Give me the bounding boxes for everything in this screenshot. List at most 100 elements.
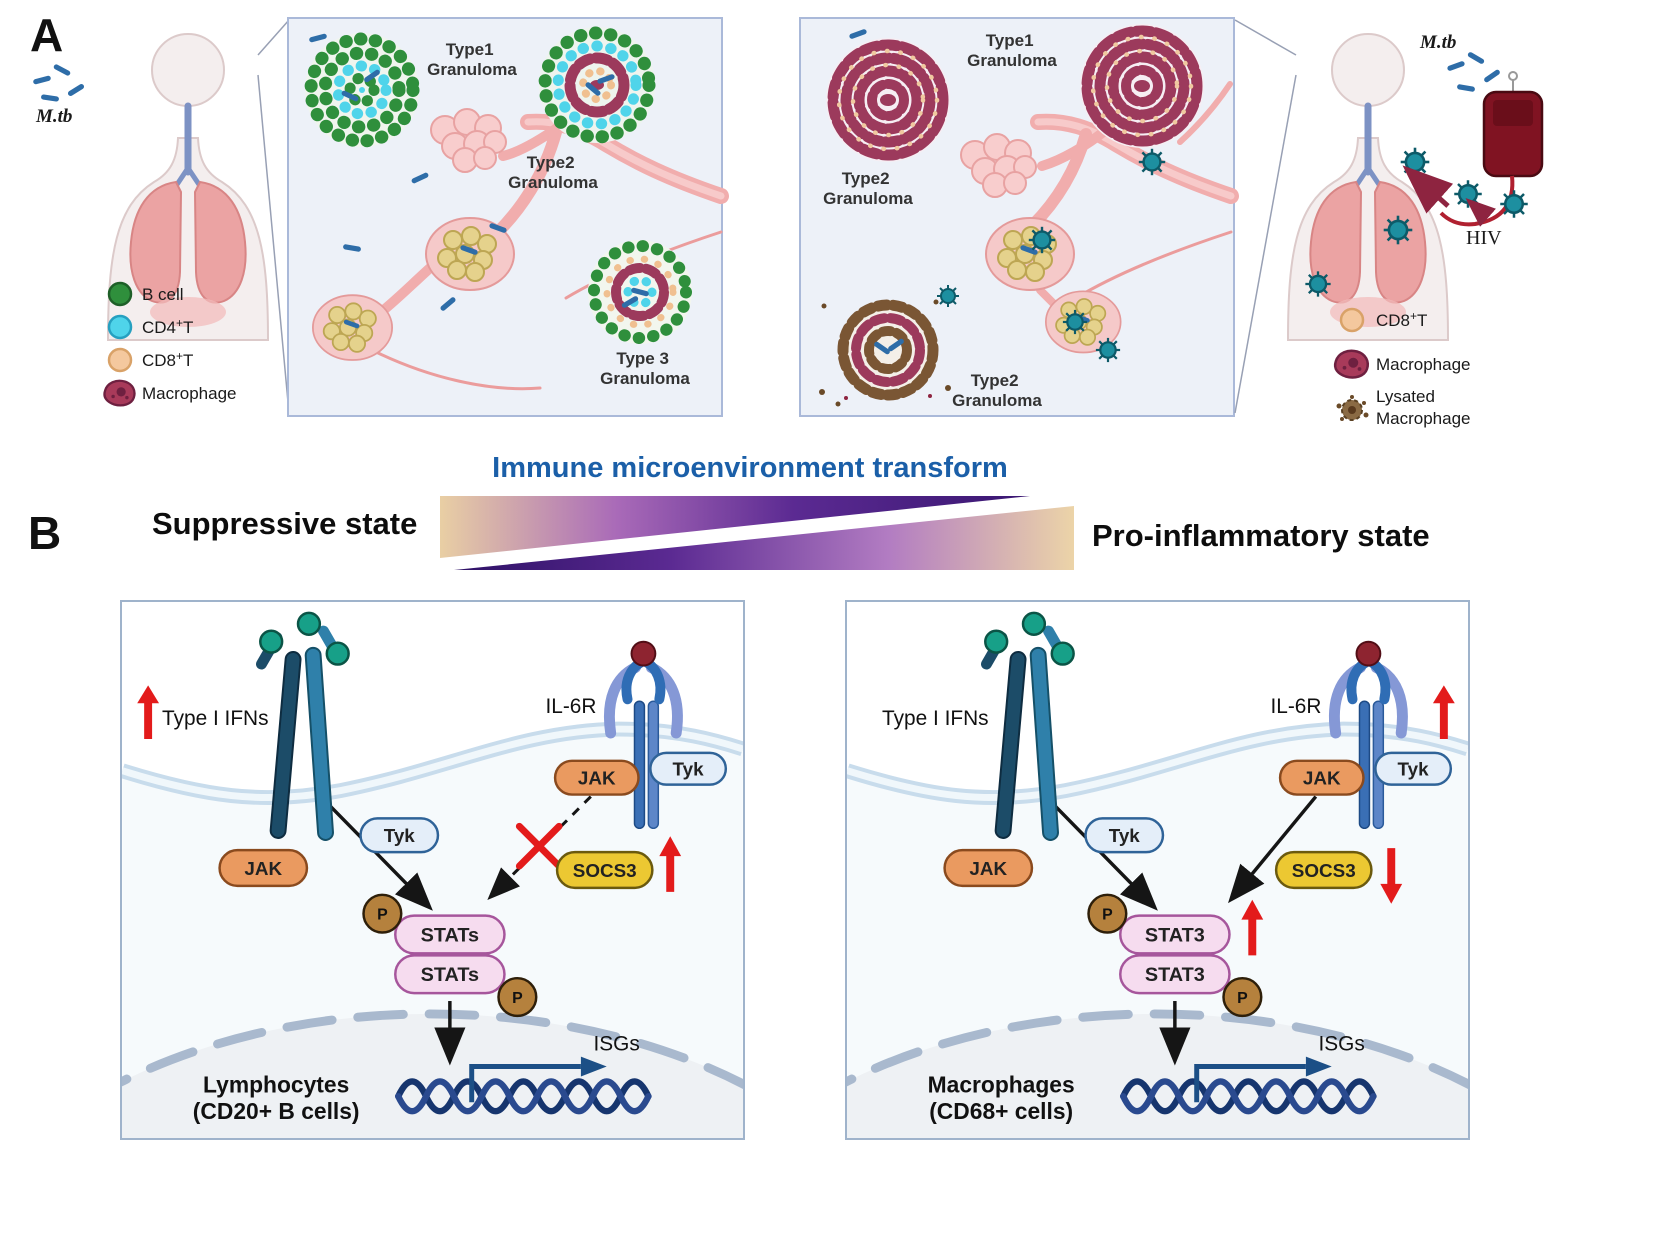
tyk-pill-il6r: Tyk	[1374, 751, 1453, 786]
hiv-entry-arrow	[1402, 165, 1454, 214]
caseous-cluster-left	[313, 295, 392, 360]
type2-granuloma-right	[986, 218, 1074, 290]
stat-top-label: STATs	[421, 924, 479, 946]
socs3-up-arrow	[659, 836, 682, 892]
il6-receptor	[1329, 640, 1408, 830]
cd8t-swatch	[107, 347, 133, 373]
cd4t-swatch	[107, 314, 133, 340]
granuloma-box-right: Type1 Granuloma Type2 Granuloma Type2 Gr…	[799, 17, 1239, 417]
svg-text:SOCS3: SOCS3	[573, 860, 637, 881]
granuloma-type1-ball	[304, 32, 420, 148]
lysed-debris	[819, 299, 951, 407]
il6r-label: IL-6R	[545, 695, 596, 718]
svg-text:Tyk: Tyk	[1398, 759, 1430, 780]
proinflammatory-wedge	[454, 506, 1074, 570]
hiv-label: HIV	[1466, 227, 1502, 249]
granuloma-label-type1-right: Type1 Granuloma	[967, 31, 1057, 70]
cell-type-label-line1: Lymphocytes	[203, 1071, 349, 1097]
transcription-arrow	[1194, 1056, 1332, 1103]
mtb-bacteria-right	[1446, 51, 1501, 93]
granuloma-spiral-topleft	[826, 38, 950, 162]
granuloma-type1-rings	[538, 26, 656, 144]
svg-text:P: P	[1237, 990, 1248, 1007]
suppressive-wedge	[440, 496, 1030, 558]
cd8t-swatch-right	[1339, 307, 1365, 333]
ifn-ligands	[259, 611, 350, 666]
type1-ifn-label: Type I IFNs	[162, 707, 268, 730]
phospho-p-bottom: P	[497, 976, 538, 1018]
stat-bottom-label: STATs	[421, 964, 479, 986]
proinflammatory-state-label: Pro-inflammatory state	[1092, 518, 1430, 553]
macrophage-swatch	[103, 379, 136, 407]
zoom-connector	[257, 19, 290, 56]
gradient-wedges	[440, 496, 1074, 570]
granuloma-box-left: Type1 Granuloma Type2 Granuloma Type 3 G…	[287, 17, 729, 417]
granuloma-label-type2-left: Type2 Granuloma	[508, 153, 598, 192]
transcription-arrow	[469, 1056, 607, 1103]
stat-complex: STAT3 STAT3 P P	[1087, 893, 1263, 1018]
cell-type-label-line2: (CD68+ cells)	[929, 1098, 1073, 1124]
stat-complex: STATs STATs P P	[362, 893, 538, 1018]
phospho-p-top: P	[362, 893, 403, 934]
granuloma-type3	[588, 240, 692, 344]
cell-type-label-line2: (CD20+ B cells)	[193, 1098, 360, 1124]
svg-text:JAK: JAK	[1303, 768, 1341, 789]
lung-airways-right	[1026, 81, 1239, 316]
svg-text:P: P	[1102, 907, 1113, 924]
zoom-connector	[257, 74, 290, 414]
granuloma-lysed	[837, 299, 939, 401]
phospho-p-bottom: P	[1222, 976, 1263, 1018]
svg-text:JAK: JAK	[244, 858, 282, 879]
transition-title: Immune microenvironment transform	[492, 452, 1008, 484]
legend-left: B cell CD4+T CD8+T Macrophage	[103, 281, 237, 407]
socs3-pill: SOCS3	[555, 850, 654, 890]
granuloma-label-type1-left: Type1 Granuloma	[427, 40, 517, 79]
isgs-label: ISGs	[1318, 1033, 1364, 1056]
jak-pill-ifn: JAK	[943, 848, 1034, 888]
stat3-up-arrow	[1241, 899, 1264, 956]
stat-top-label: STAT3	[1145, 924, 1205, 946]
type1-ifn-label: Type I IFNs	[882, 707, 988, 730]
panel-a-figure: M.tb B cell CD4+T CD8+T Macrophage	[32, 17, 1544, 428]
legend-label-cd8t-right: CD8+T	[1376, 309, 1427, 330]
il6r-up-arrow	[1432, 685, 1455, 739]
socs3-down-arrow	[1380, 848, 1403, 904]
dna-helix	[395, 1078, 652, 1115]
lysed-macrophage-swatch	[1335, 394, 1370, 422]
legend-label-cd4t: CD4+T	[142, 316, 193, 337]
cell-type-label-line1: Macrophages	[928, 1071, 1075, 1097]
svg-text:JAK: JAK	[578, 768, 616, 789]
tyk-pill-ifn: Tyk	[1084, 817, 1165, 854]
suppressive-state-label: Suppressive state	[152, 506, 418, 541]
blood-bag	[1439, 71, 1544, 227]
svg-text:P: P	[512, 990, 523, 1007]
granuloma-label-type2-bottom: Type2 Granuloma	[952, 371, 1042, 410]
il6-ligand	[1355, 640, 1382, 667]
jak-pill-ifn: JAK	[218, 848, 309, 888]
jak-pill-il6r: JAK	[553, 759, 640, 796]
granuloma-spiral-topright	[1080, 24, 1204, 148]
svg-text:SOCS3: SOCS3	[1292, 860, 1356, 881]
il6r-label: IL-6R	[1270, 695, 1321, 718]
il6-receptor	[604, 640, 683, 830]
granuloma-label-type3-left: Type 3 Granuloma	[600, 349, 690, 388]
hiv-small-arrow	[1465, 198, 1496, 227]
mtb-bacteria-left	[32, 63, 86, 102]
tyk-pill-il6r: Tyk	[649, 751, 728, 786]
mtb-label-right: M.tb	[1419, 32, 1456, 53]
phospho-p-top: P	[1087, 893, 1128, 934]
panel-b-letter: B	[28, 507, 62, 559]
stat-bottom-label: STAT3	[1145, 964, 1205, 986]
jak-pill-il6r: JAK	[1278, 759, 1365, 796]
zoom-connector	[1234, 19, 1297, 56]
legend-right: CD8+T Macrophage Lysated Macrophage	[1333, 307, 1471, 428]
legend-label-macrophage-right: Macrophage	[1376, 355, 1471, 374]
panel-a-letter: A	[30, 9, 64, 61]
legend-label-bcell: B cell	[142, 285, 184, 304]
svg-text:Tyk: Tyk	[1109, 825, 1141, 846]
il6r-signal-arrow	[1228, 795, 1318, 904]
svg-text:P: P	[377, 907, 388, 924]
zoom-connector	[1234, 74, 1297, 414]
dna-helix	[1120, 1078, 1377, 1115]
